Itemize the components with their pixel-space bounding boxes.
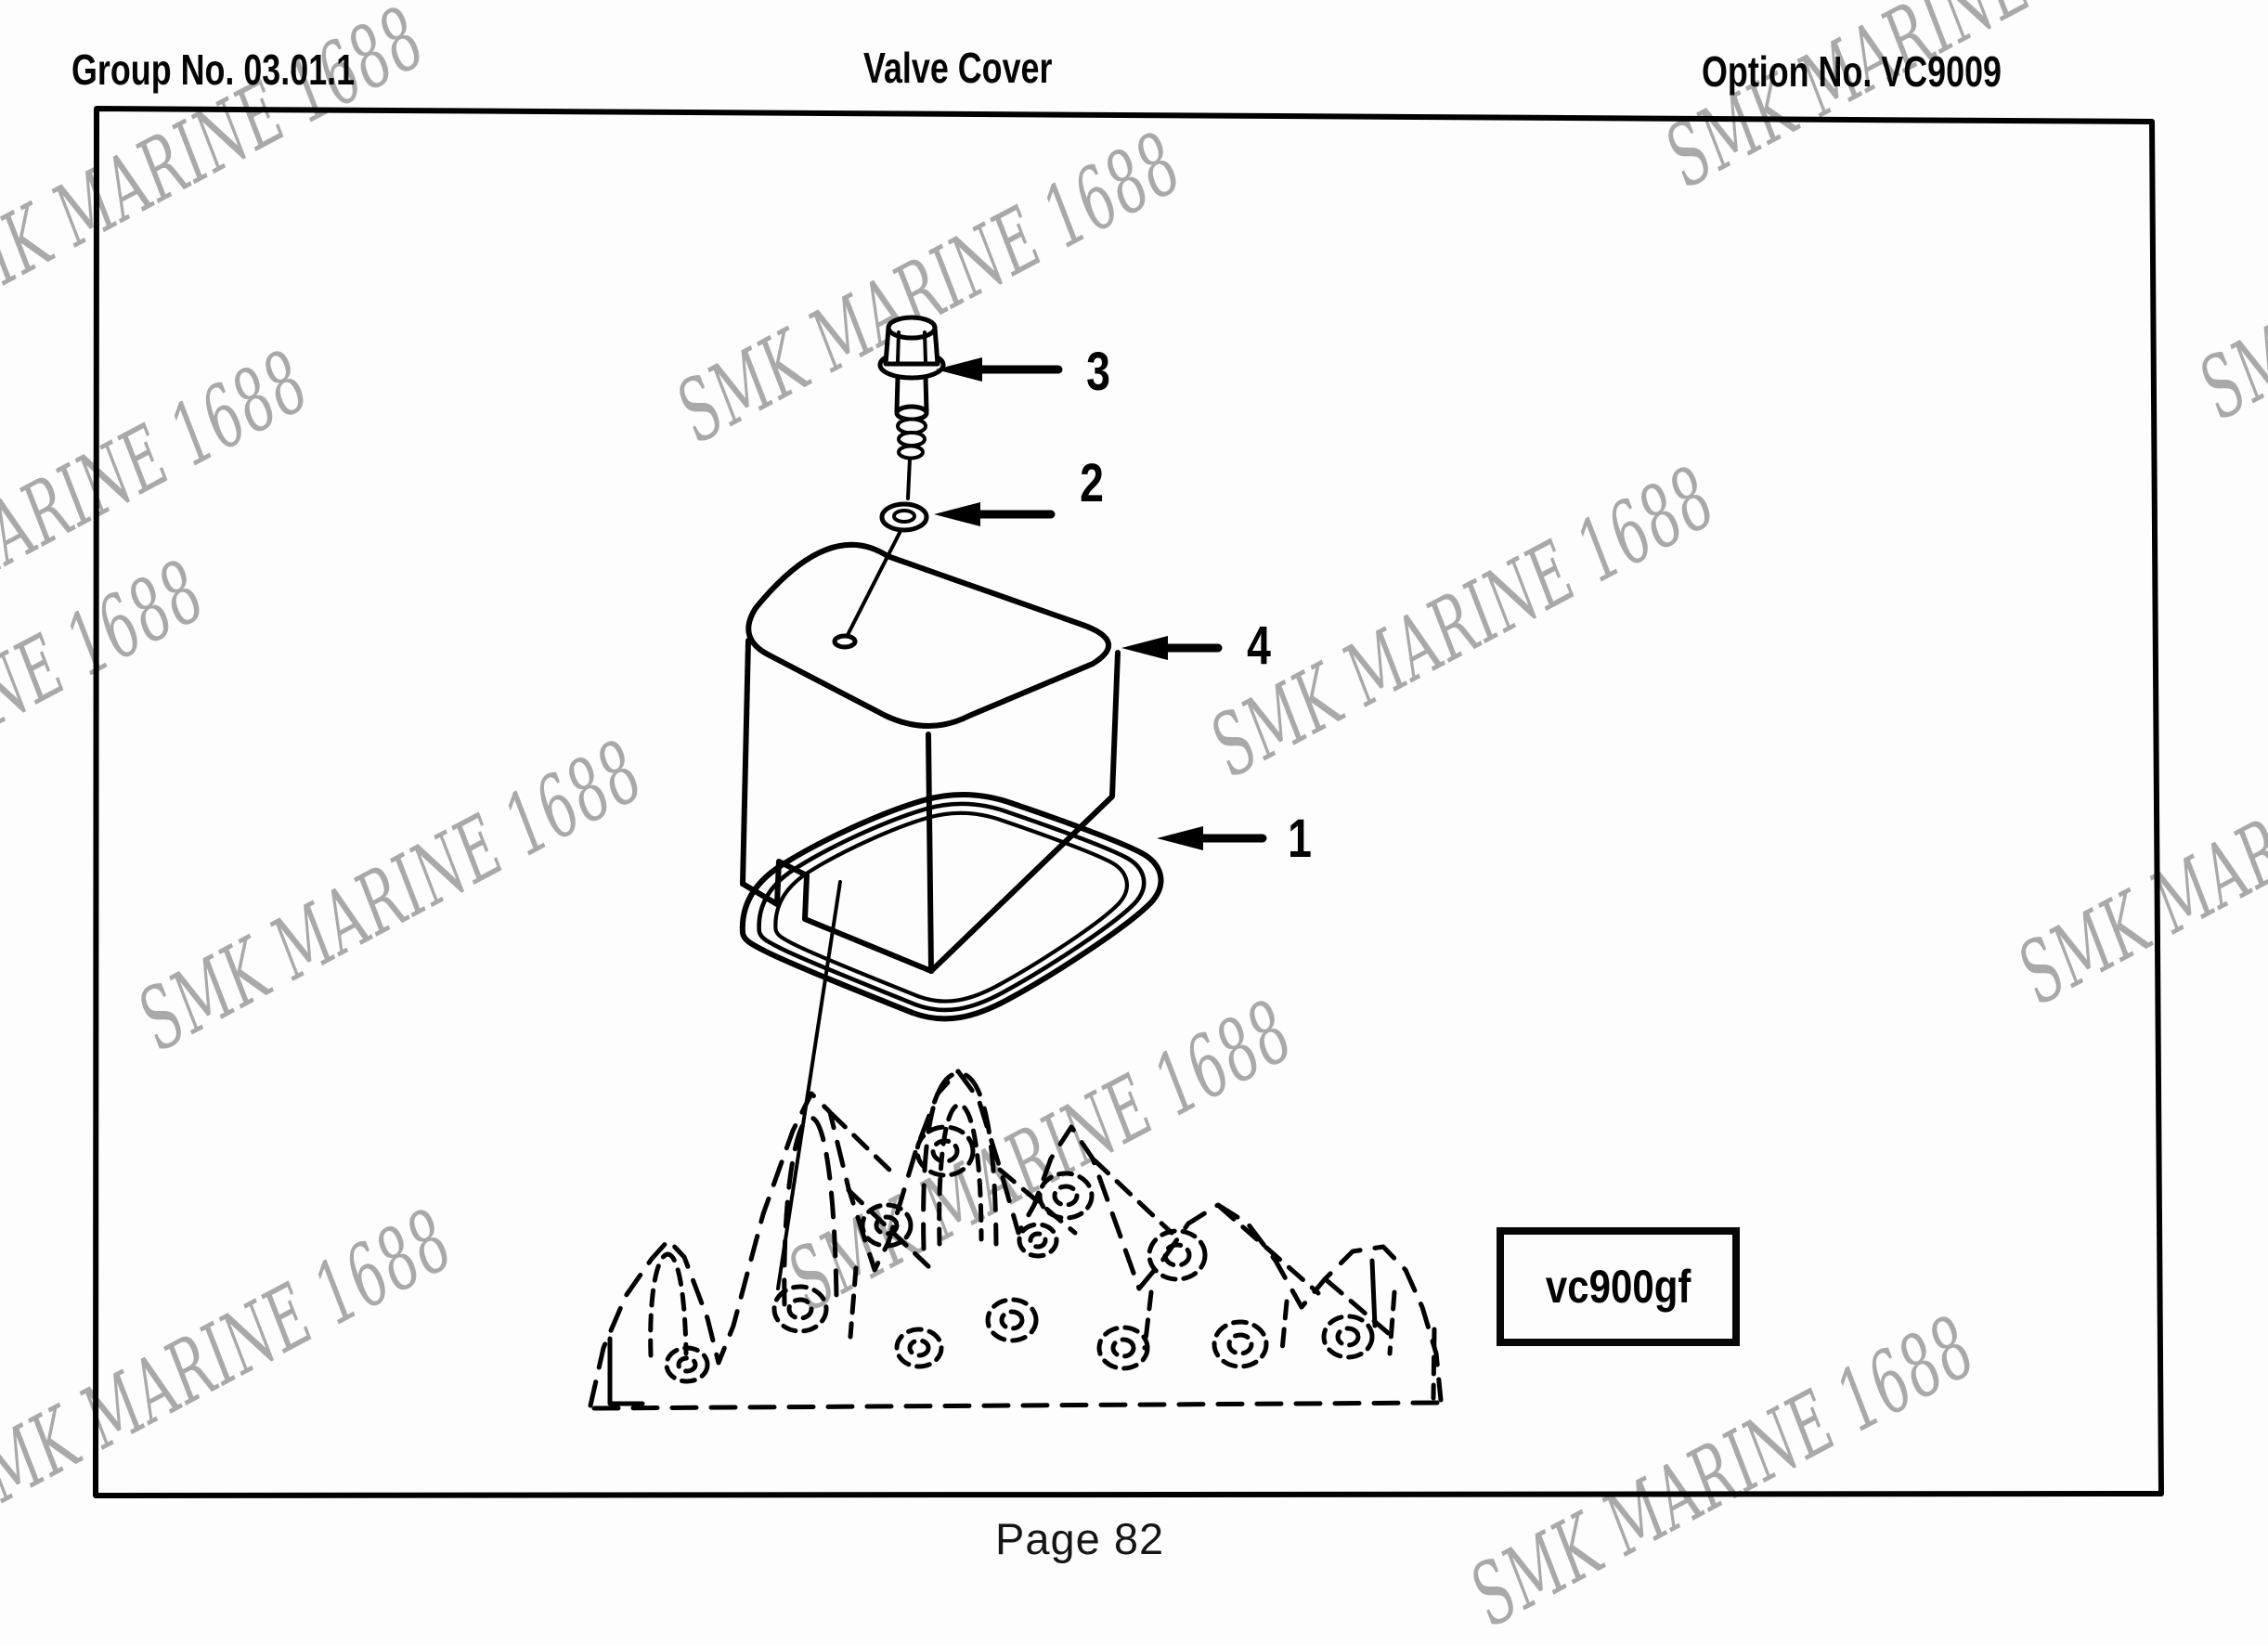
diagram-canvas [93,106,2164,1498]
engine-block-drawing [588,1069,1444,1411]
callout-number-2: 2 [1080,453,1104,513]
callout-number-1: 1 [1288,809,1312,869]
bolt-drawing [877,315,946,500]
callout-number-4: 4 [1247,615,1271,676]
gasket-drawing [739,791,1164,1022]
callout-arrow-2 [934,502,1056,526]
figure-code-label: vc900gf [1545,1261,1691,1313]
group-number-label: Group No. 03.01.1 [71,45,356,94]
valve-cover-drawing [740,541,1121,974]
callout-number-3: 3 [1086,342,1110,402]
washer-drawing [846,501,929,637]
page-number: Page 82 [995,1514,1165,1563]
figure-code-box: vc900gf [1497,1227,1740,1346]
diagram-border [93,106,2164,1498]
callout-arrow-3 [936,357,1063,382]
callout-arrow-4 [1121,636,1223,660]
page-title: Valve Cover [863,44,1053,92]
callout-arrow-1 [1157,826,1267,850]
option-number-label: Option No. VC9009 [1702,47,2002,96]
